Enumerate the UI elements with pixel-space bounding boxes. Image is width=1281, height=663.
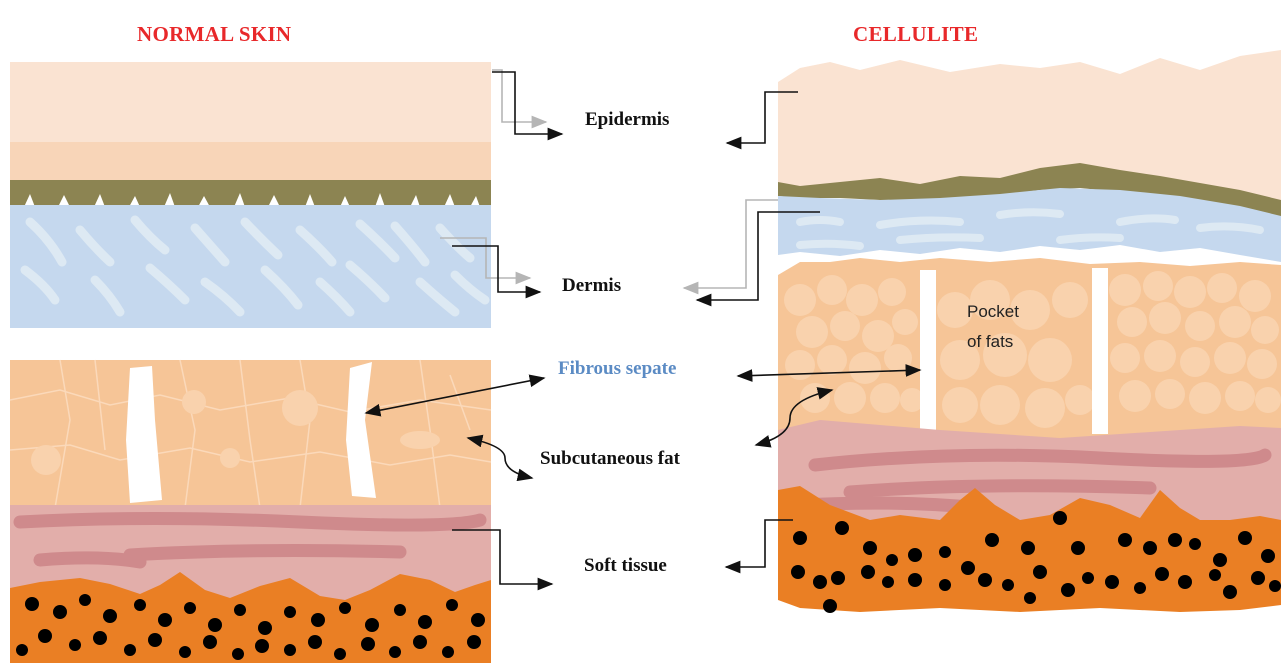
normal-epidermis-base <box>10 142 491 182</box>
normal-basement-membrane <box>10 180 491 207</box>
label-fibrous-sepate: Fibrous sepate <box>558 358 676 380</box>
label-pocket-of-fats: Pocket of fats <box>967 297 1019 357</box>
cellulite-fibrous-septum-2 <box>1092 268 1108 434</box>
normal-skin-panel <box>10 62 491 663</box>
cellulite-panel <box>778 50 1281 613</box>
pocket-line-2: of fats <box>967 327 1019 357</box>
label-dermis: Dermis <box>562 275 621 297</box>
pocket-line-1: Pocket <box>967 297 1019 327</box>
arrow-dermis-cellulite-gray <box>684 200 778 288</box>
label-subcutaneous-fat: Subcutaneous fat <box>540 448 680 470</box>
label-epidermis: Epidermis <box>585 109 669 131</box>
cellulite-soft-tissue-layer <box>778 420 1281 530</box>
arrow-epidermis-normal-gray <box>492 70 546 122</box>
label-soft-tissue: Soft tissue <box>584 555 667 577</box>
cellulite-fibrous-septum-1 <box>920 270 936 432</box>
